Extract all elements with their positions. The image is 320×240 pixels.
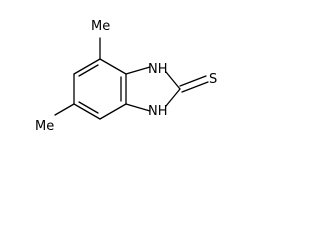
nh-label-bottom: NH [148,104,168,119]
double-bond-c6-c7 [78,101,99,114]
benzene-ring [73,58,127,120]
double-bond-c2-s-1 [179,75,207,87]
bond-c3a-n1 [125,66,151,75]
methyl-label-top: Me [91,19,110,34]
bond-c2-n3 [165,88,181,107]
bond-methyl-bottom [54,103,75,116]
nh-label-top: NH [148,62,168,77]
imidazole-ring [125,66,181,112]
benzimidazole-thione-structure: Me Me NH NH S [35,19,217,134]
bond-c4-c5 [73,58,101,75]
sulfur-label: S [209,72,217,87]
double-bond-c2-s-2 [181,81,209,93]
bond-c6-c7 [73,103,101,120]
methyl-label-bottom: Me [35,119,54,134]
bond-n3-c7a [125,103,151,112]
bond-c7-c7a [99,103,127,120]
double-bond-c4-c5 [78,64,99,77]
bond-c3a-c4 [99,58,127,75]
bond-n1-c2 [165,71,181,90]
